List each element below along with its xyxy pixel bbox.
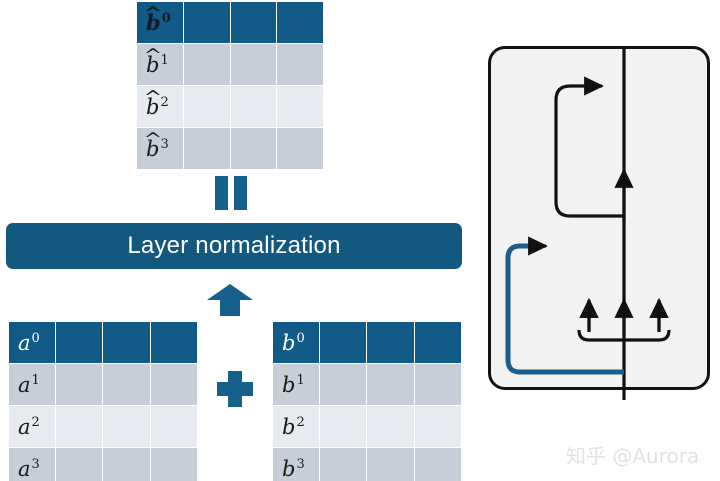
matrix-cell (56, 364, 103, 405)
table-row: ^b0 (137, 2, 323, 43)
a-matrix: a0 a1 a2 a3 (8, 321, 198, 481)
table-row: ^b2 (137, 86, 323, 127)
equals-sign (215, 176, 249, 210)
row-index: 0 (296, 330, 305, 346)
table-row: ^b1 (137, 44, 323, 85)
matrix-row-label: ^b0 (137, 2, 183, 43)
matrix-row-label: a3 (9, 448, 55, 481)
row-index: 1 (160, 52, 169, 68)
matrix-row-label: ^b2 (137, 86, 183, 127)
matrix-cell (320, 406, 367, 447)
matrix-cell (103, 448, 150, 481)
encoder-connections (505, 46, 671, 400)
layer-normalization-label: Layer normalization (127, 232, 341, 259)
matrix-row-label: b1 (273, 364, 319, 405)
matrix-cell (150, 364, 197, 405)
matrix-cell (320, 448, 367, 481)
matrix-cell (230, 44, 277, 85)
matrix-cell (56, 448, 103, 481)
row-index: 1 (31, 372, 40, 388)
table-row: b2 (273, 406, 461, 447)
up-arrow-icon (206, 283, 254, 317)
matrix-row-label: b3 (273, 448, 319, 481)
watermark: 知乎 @Aurora (566, 444, 700, 468)
matrix-cell (103, 322, 150, 363)
equals-bar-left (215, 176, 228, 210)
matrix-row-label: a2 (9, 406, 55, 447)
matrix-row-label: ^b1 (137, 44, 183, 85)
row-index: 0 (31, 330, 40, 346)
row-index: 2 (160, 94, 169, 110)
matrix-cell (150, 322, 197, 363)
equals-bar-right (234, 176, 247, 210)
table-row: a1 (9, 364, 197, 405)
matrix-row-label: b0 (273, 322, 319, 363)
matrix-cell (277, 86, 323, 127)
matrix-cell (277, 2, 323, 43)
row-index: 0 (161, 11, 171, 26)
matrix-cell (184, 2, 230, 43)
matrix-cell (414, 448, 461, 481)
table-row: b1 (273, 364, 461, 405)
plus-vertical-bar (228, 371, 242, 407)
matrix-cell (367, 364, 414, 405)
matrix-row-label: a0 (9, 322, 55, 363)
table-row: a0 (9, 322, 197, 363)
matrix-cell (230, 128, 277, 169)
matrix-cell (367, 448, 414, 481)
matrix-cell (103, 406, 150, 447)
table-row: a3 (9, 448, 197, 481)
matrix-cell (414, 364, 461, 405)
matrix-cell (277, 128, 323, 169)
row-index: 3 (31, 456, 40, 472)
matrix-row-label: b2 (273, 406, 319, 447)
matrix-cell (56, 406, 103, 447)
b-hat-matrix: ^b0 ^b1 ^b2 (136, 1, 324, 170)
matrix-cell (150, 406, 197, 447)
matrix-cell (414, 406, 461, 447)
matrix-row-label: a1 (9, 364, 55, 405)
layer-normalization-bar: Layer normalization (6, 223, 462, 269)
matrix-cell (184, 128, 230, 169)
transformer-encoder-diagram: Add & Norm Feed Forward Add & Norm Multi… (484, 0, 720, 400)
table-row: b0 (273, 322, 461, 363)
row-index: 1 (296, 372, 305, 388)
matrix-cell (150, 448, 197, 481)
matrix-cell (414, 322, 461, 363)
matrix-cell (184, 44, 230, 85)
matrix-cell (320, 364, 367, 405)
row-index: 3 (296, 456, 305, 472)
matrix-cell (277, 44, 323, 85)
matrix-cell (56, 322, 103, 363)
matrix-cell (367, 406, 414, 447)
matrix-cell (367, 322, 414, 363)
b-matrix: b0 b1 b2 b3 (272, 321, 462, 481)
matrix-cell (320, 322, 367, 363)
plus-sign (217, 371, 253, 407)
row-index: 2 (31, 414, 40, 430)
encoder-block-outline (488, 46, 710, 390)
matrix-cell (230, 86, 277, 127)
matrix-cell (103, 364, 150, 405)
table-row: b3 (273, 448, 461, 481)
table-row: ^b3 (137, 128, 323, 169)
table-row: a2 (9, 406, 197, 447)
row-index: 3 (160, 136, 169, 152)
matrix-row-label: ^b3 (137, 128, 183, 169)
matrix-cell (230, 2, 277, 43)
row-index: 2 (296, 414, 305, 430)
matrix-cell (184, 86, 230, 127)
